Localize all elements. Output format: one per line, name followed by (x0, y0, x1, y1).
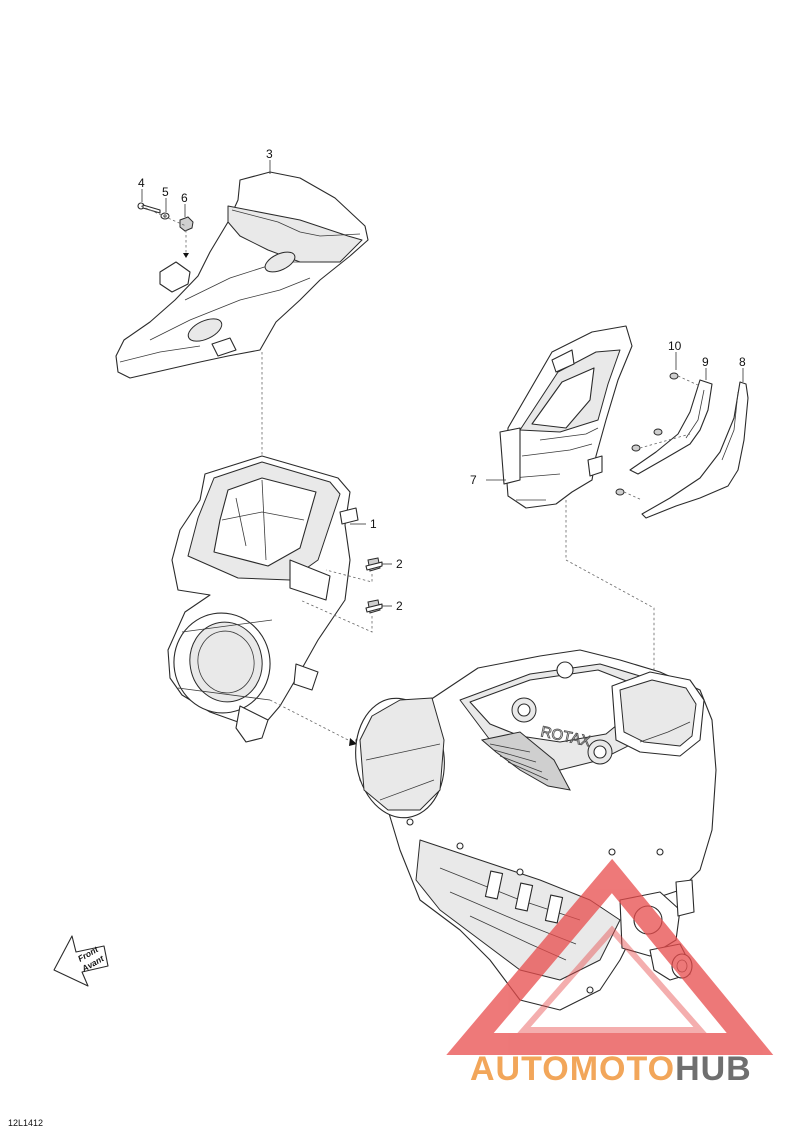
grommet-line-2 (639, 433, 691, 449)
part-4-screw (137, 202, 161, 214)
watermark-part1: AUTOMOTO (470, 1050, 675, 1088)
callout-6: 6 (181, 191, 188, 205)
hardware-alignment-line (140, 205, 187, 227)
part-3-duct-cover (115, 171, 369, 379)
duct-to-engine-line (565, 500, 655, 682)
callout-9: 9 (702, 355, 709, 369)
housing-to-engine-line (269, 699, 353, 743)
callout-8: 8 (739, 355, 746, 369)
part-9-inner-plate (629, 379, 713, 475)
callout-2-upper: 2 (396, 557, 403, 571)
callout-4: 4 (138, 176, 145, 190)
grommet-line-1 (677, 375, 701, 387)
callout-5: 5 (162, 185, 169, 199)
callout-10: 10 (668, 339, 682, 353)
svg-text:AUTOMOTOHUB: AUTOMOTOHUB (470, 1050, 752, 1088)
callout-3: 3 (266, 147, 273, 161)
grommet-line-3 (623, 491, 643, 501)
front-arrow: Front Avant (53, 935, 109, 987)
part-8-outer-panel (641, 381, 749, 519)
watermark-triangle (446, 858, 774, 1055)
part-2-screw-upper (365, 557, 383, 572)
callout-2-lower: 2 (396, 599, 403, 613)
callout-group: 3 4 5 6 1 2 2 7 10 9 8 (138, 147, 746, 613)
nut-arrow (183, 253, 189, 258)
part-6-nut (179, 216, 194, 232)
part-5-washer (160, 212, 170, 220)
engine-arrow-left (349, 738, 357, 746)
figure-code: 12L1412 (8, 1118, 43, 1128)
callout-1: 1 (370, 517, 377, 531)
screw-lower-line (299, 599, 373, 633)
part-2-screw-lower (365, 599, 383, 614)
part-10-grommets (615, 372, 679, 496)
part-7-intake-duct (499, 325, 633, 509)
callout-7: 7 (470, 473, 477, 487)
part-1-fan-housing (167, 455, 359, 743)
watermark-logo (446, 858, 774, 1055)
watermark-text: AUTOMOTOHUB (470, 1050, 752, 1088)
watermark-part2: HUB (675, 1050, 752, 1088)
